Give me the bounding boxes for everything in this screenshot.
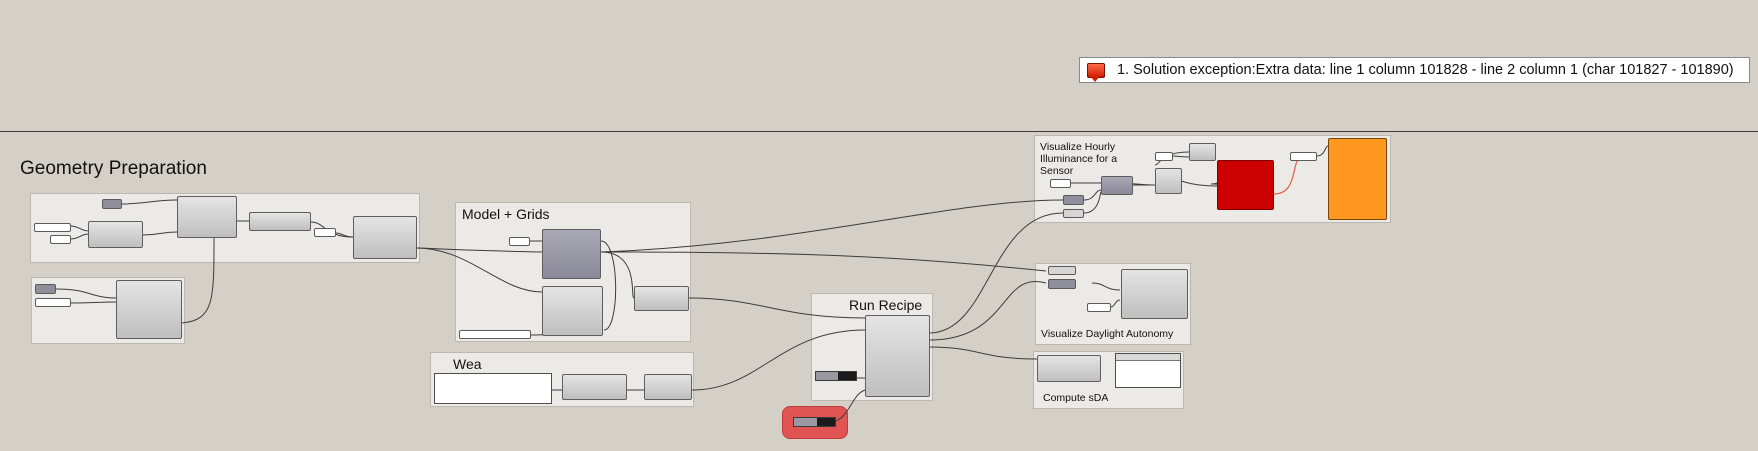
panel-da-legend[interactable] [1087, 303, 1111, 312]
component-room-from-solid[interactable] [88, 221, 143, 248]
group-title-visualize-daylight-autonomy: Visualize Daylight Autonomy [1041, 328, 1174, 340]
panel-sensor-index[interactable] [1050, 179, 1071, 188]
panel-input-1[interactable] [34, 223, 71, 232]
group-title-compute-sda: Compute sDA [1043, 392, 1109, 404]
param-da-2[interactable] [1048, 279, 1076, 289]
param-da-1[interactable] [1048, 266, 1076, 275]
panel-input-2[interactable] [50, 235, 71, 244]
component-solve-adjacency[interactable] [177, 196, 237, 238]
group-title-model-grids: Model + Grids [462, 206, 550, 222]
component-hourly-plot-error[interactable] [1217, 160, 1274, 210]
component-annual-daylight[interactable] [865, 315, 930, 397]
component-read-results[interactable] [1101, 176, 1133, 195]
component-wea-from-epw[interactable] [562, 374, 627, 400]
group-title-geometry-preparation: Geometry Preparation [20, 158, 207, 179]
panel-epw-path[interactable] [434, 373, 552, 404]
error-message-balloon[interactable]: 1. Solution exception:Extra data: line 1… [1079, 57, 1750, 83]
panel-input-4[interactable] [35, 298, 71, 307]
component-model[interactable] [542, 229, 601, 279]
component-wea-output[interactable] [644, 374, 692, 400]
panel-legend[interactable] [1290, 152, 1317, 161]
panel-sda-result-header [1116, 354, 1180, 361]
component-hourly-list[interactable] [1155, 168, 1182, 194]
error-balloon-icon [1087, 62, 1105, 82]
canvas-divider [0, 131, 1758, 132]
component-sensor-grid[interactable] [116, 280, 182, 339]
group-title-run-recipe: Run Recipe [849, 297, 923, 313]
group-highlighted-toggle[interactable] [782, 406, 848, 439]
component-shades[interactable] [353, 216, 417, 259]
group-title-wea: Wea [453, 356, 482, 372]
toggle-run-recipe[interactable] [815, 371, 857, 381]
param-hourly-2[interactable] [1063, 209, 1084, 218]
component-hourly-plot-warning[interactable] [1328, 138, 1387, 220]
component-compute-sda[interactable] [1037, 355, 1101, 382]
panel-model-name[interactable] [509, 237, 530, 246]
component-grid-from-faces[interactable] [542, 286, 603, 336]
component-spatial-heatmap[interactable] [1121, 269, 1188, 319]
error-message-text: 1. Solution exception:Extra data: line 1… [1117, 62, 1734, 78]
panel-sda-result[interactable] [1115, 353, 1181, 388]
param-hourly-1[interactable] [1063, 195, 1084, 205]
component-item-select[interactable] [1189, 143, 1216, 161]
panel-grid-size[interactable] [459, 330, 531, 339]
panel-hour[interactable] [1155, 152, 1173, 161]
param-geometry[interactable] [102, 199, 122, 209]
component-assign-grids[interactable] [634, 286, 689, 311]
group-title-visualize-hourly-illuminance: Visualize Hourly Illuminance for a Senso… [1040, 141, 1118, 177]
param-floor[interactable] [35, 284, 56, 294]
toggle-run[interactable] [793, 417, 836, 427]
component-apertures-by-ratio[interactable] [249, 212, 311, 231]
panel-input-3[interactable] [314, 228, 336, 237]
